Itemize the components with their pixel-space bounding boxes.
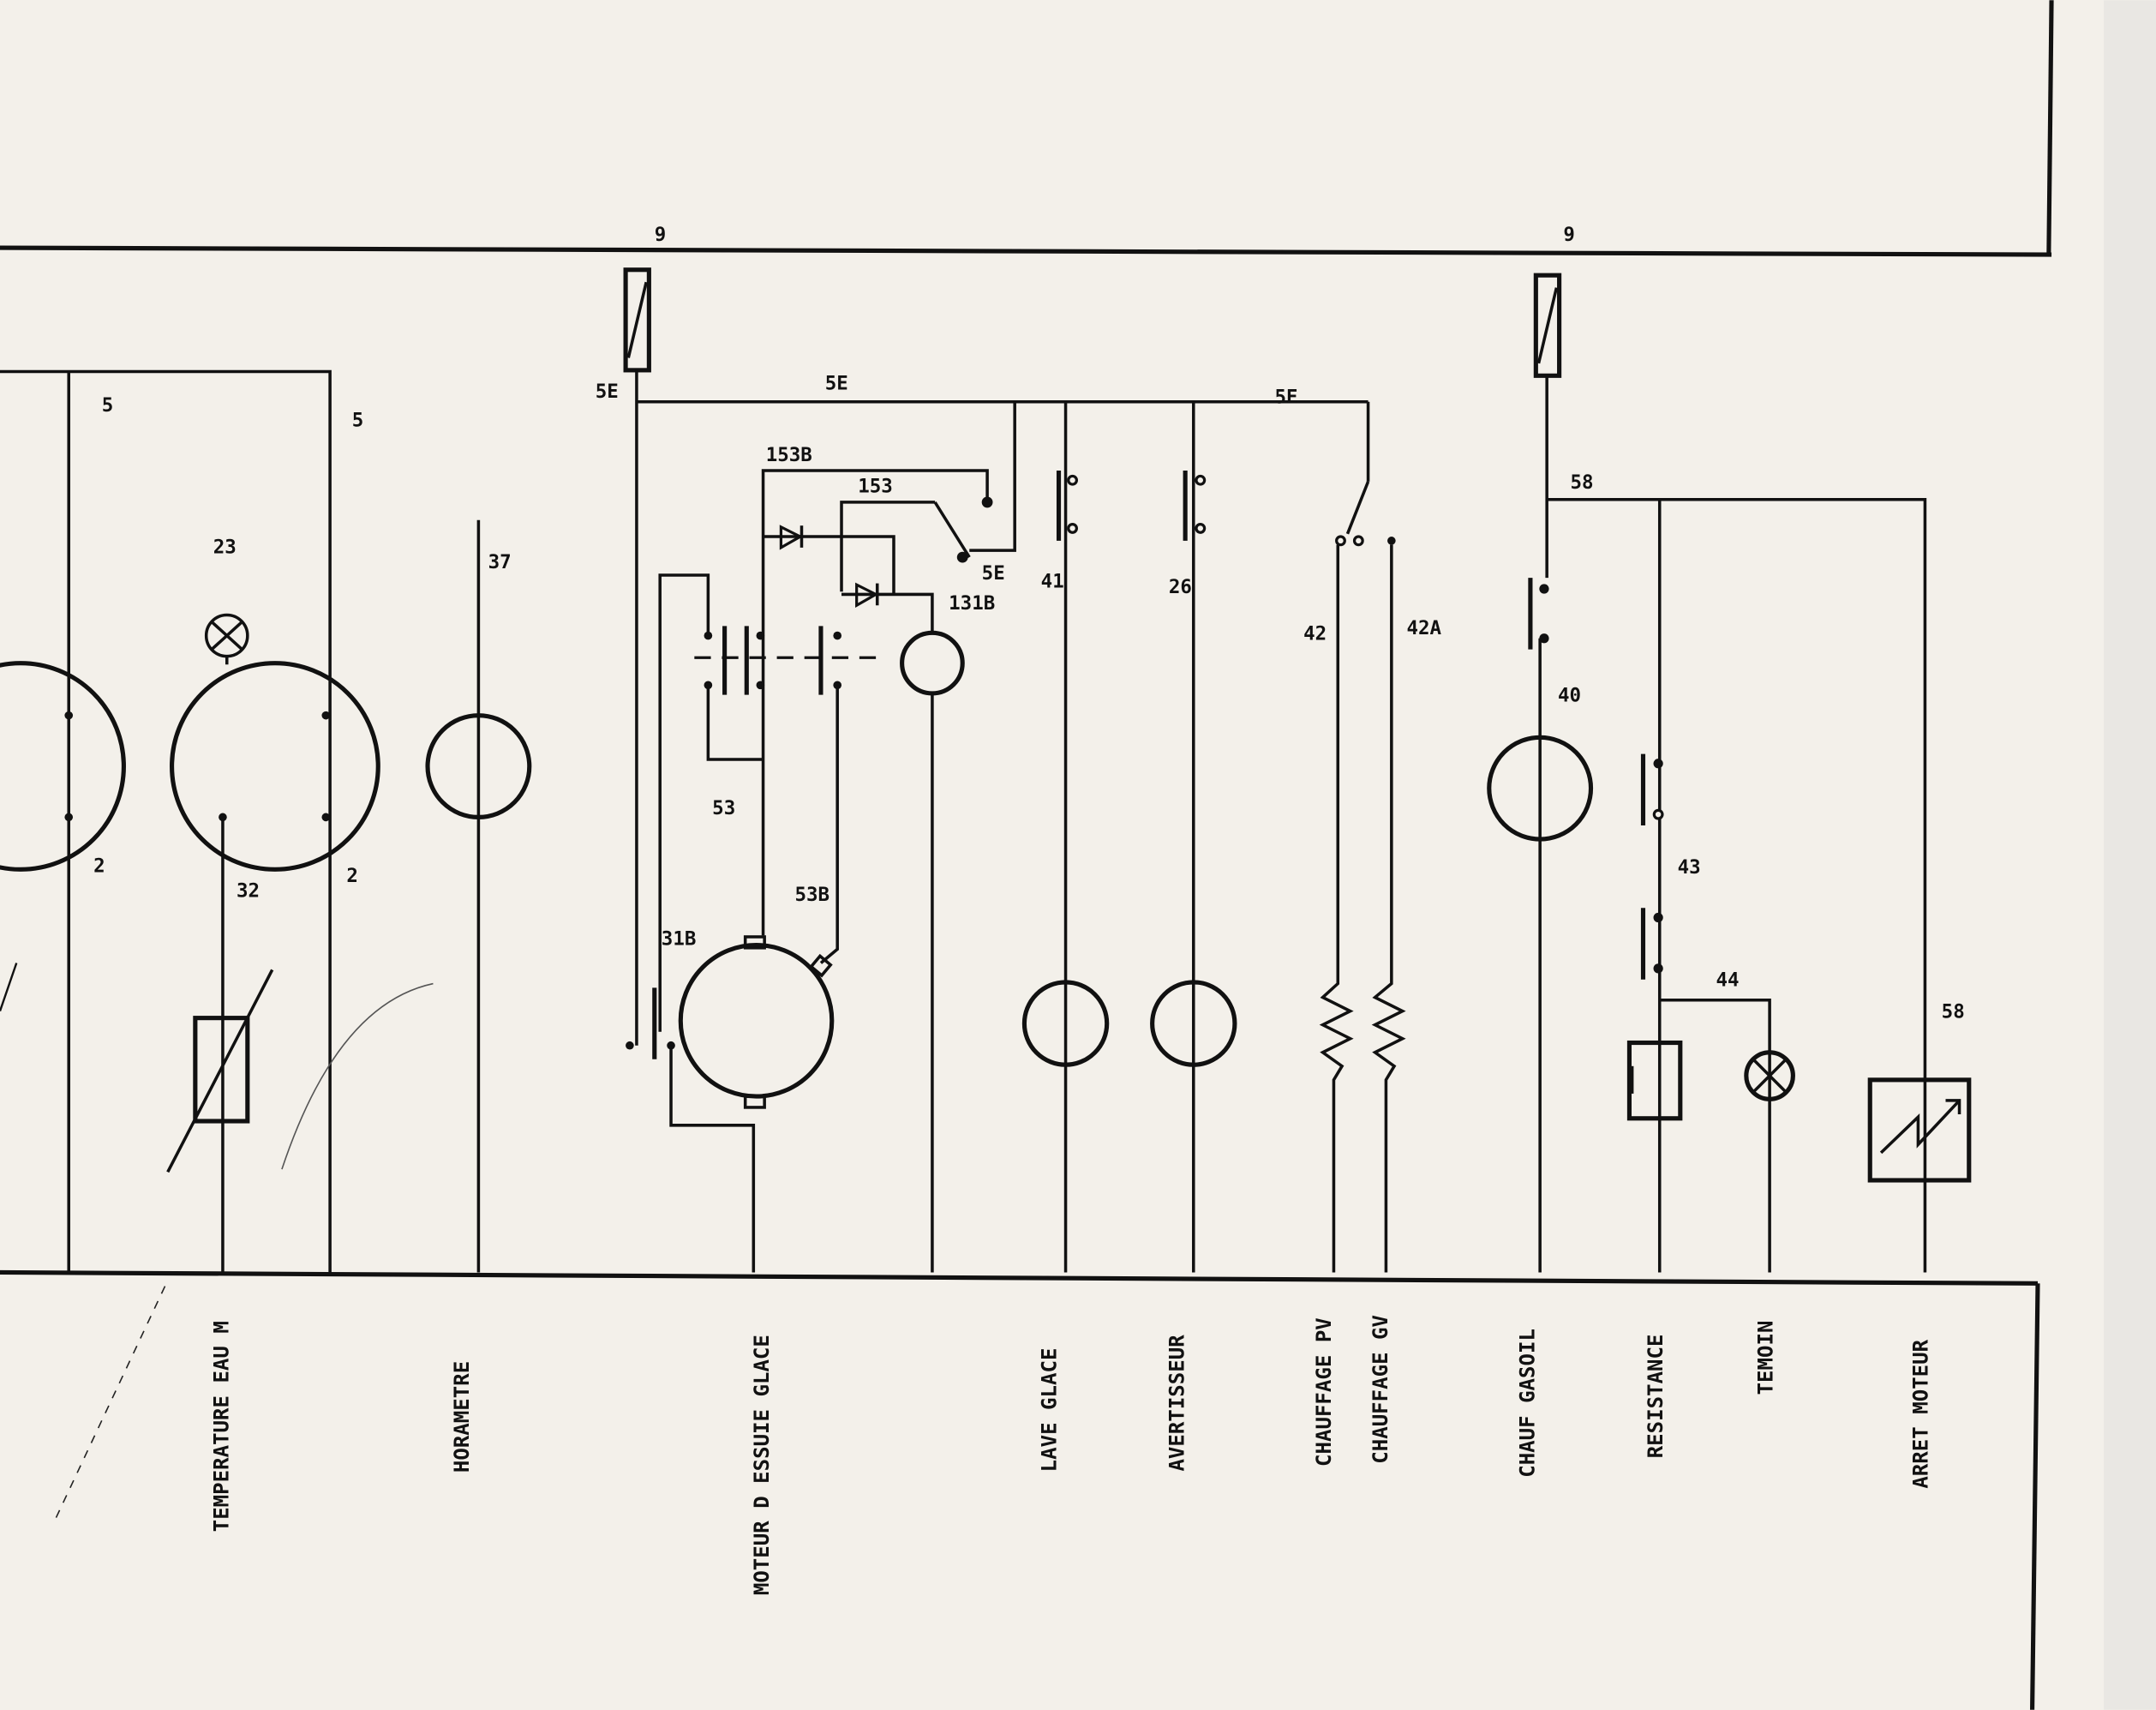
circuit-labels: TEMPERATURE EAU M HORAMETRE MOTEUR D ESSUI… xyxy=(209,1315,1932,1595)
wire-label-gauge-left-2: 2 xyxy=(93,855,105,878)
circuit-label: CHAUFFAGE GV xyxy=(1368,1315,1392,1464)
fuse-left xyxy=(623,267,651,373)
wire-label-bus-5e-b: 5E xyxy=(825,372,848,394)
wire-label-w31b: 31B xyxy=(662,928,697,951)
wire-labels: 9 9 5 5 2 32 2 23 37 5E 5E 5E 153B 153 5E 131B 53 53B 31B 4… xyxy=(93,224,1965,1023)
wire-label-w40: 40 xyxy=(1558,685,1581,707)
circuit-label: TEMPERATURE EAU M xyxy=(209,1321,233,1532)
frame xyxy=(0,0,2054,1710)
wire-label-w43: 43 xyxy=(1678,856,1701,879)
temperature-gauge-circuit xyxy=(0,369,380,1273)
arret-moteur-circuit xyxy=(1867,1077,1972,1183)
wire-label-w5e-sw: 5E xyxy=(982,562,1005,585)
wire-label-w131b: 131B xyxy=(949,592,995,615)
circuit-label: RESISTANCE xyxy=(1644,1335,1668,1459)
avertisseur-circuit xyxy=(1150,401,1237,1273)
resistance-circuit xyxy=(1626,499,1795,1273)
circuit-label: AVERTISSEUR xyxy=(1165,1335,1189,1472)
wire-label-gauge-2: 2 xyxy=(346,865,358,887)
circuit-label: HORAMETRE xyxy=(450,1361,474,1473)
wire-label-gauge-32: 32 xyxy=(237,879,260,902)
wire-label-w53b: 53B xyxy=(794,884,829,906)
wire-label-bus-left-b: 5 xyxy=(352,410,364,432)
wire-label-bus-5e-c: 5E xyxy=(1274,386,1297,408)
wire-label-w153b: 153B xyxy=(766,444,812,466)
scan-artifact xyxy=(54,1286,166,1521)
wire-label-w42a: 42A xyxy=(1406,617,1441,639)
circuit-label: CHAUF GASOIL xyxy=(1516,1329,1540,1478)
wire-label-w42: 42 xyxy=(1303,622,1327,645)
lave-glace-circuit xyxy=(1021,401,1110,1273)
circuit-label: ARRET MOTEUR xyxy=(1909,1339,1933,1488)
circuit-label: CHAUFFAGE PV xyxy=(1312,1317,1336,1467)
wire-label-w58-bus: 58 xyxy=(1570,471,1593,494)
wire-label-w41: 41 xyxy=(1041,570,1064,592)
page-edge xyxy=(2104,0,2156,1710)
circuit-label: LAVE GLACE xyxy=(1037,1348,1061,1473)
wire-label-w26: 26 xyxy=(1169,576,1192,598)
wire-label-lamp-23: 23 xyxy=(213,536,237,558)
wire-label-w153: 153 xyxy=(858,476,893,498)
scan-artifact xyxy=(0,963,18,1012)
wire-label-w58: 58 xyxy=(1942,1001,1965,1023)
chauffage-circuit xyxy=(1319,401,1406,1273)
wiper-circuit xyxy=(626,369,1368,1273)
wire-label-bus-5e-a: 5E xyxy=(596,381,619,403)
fuse-right xyxy=(1533,273,1562,378)
temoin-lamp-icon xyxy=(1744,1050,1795,1101)
wire-label-fuse-left: 9 xyxy=(655,224,667,246)
circuit-label: MOTEUR D ESSUIE GLACE xyxy=(750,1335,774,1595)
wire-label-w53: 53 xyxy=(712,797,735,819)
scan-artifact xyxy=(281,982,434,1170)
wire-label-fuse-right: 9 xyxy=(1563,224,1575,246)
wire-label-bus-left-a: 5 xyxy=(102,394,114,417)
hour-meter-circuit xyxy=(425,519,532,1273)
wire-label-hour-37: 37 xyxy=(488,551,512,573)
wire-label-w44: 44 xyxy=(1716,969,1740,992)
circuit-label: TEMOIN xyxy=(1753,1321,1777,1395)
chauf-gasoil-circuit xyxy=(1487,375,1927,1273)
